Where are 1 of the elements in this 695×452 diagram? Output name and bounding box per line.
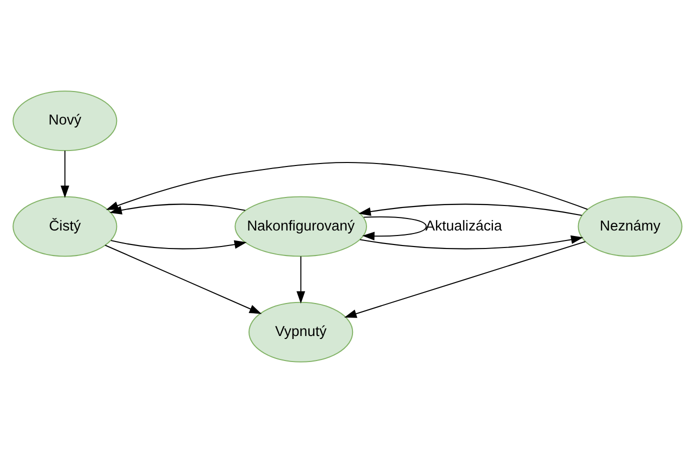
edge-label: Aktualizácia — [425, 218, 502, 234]
